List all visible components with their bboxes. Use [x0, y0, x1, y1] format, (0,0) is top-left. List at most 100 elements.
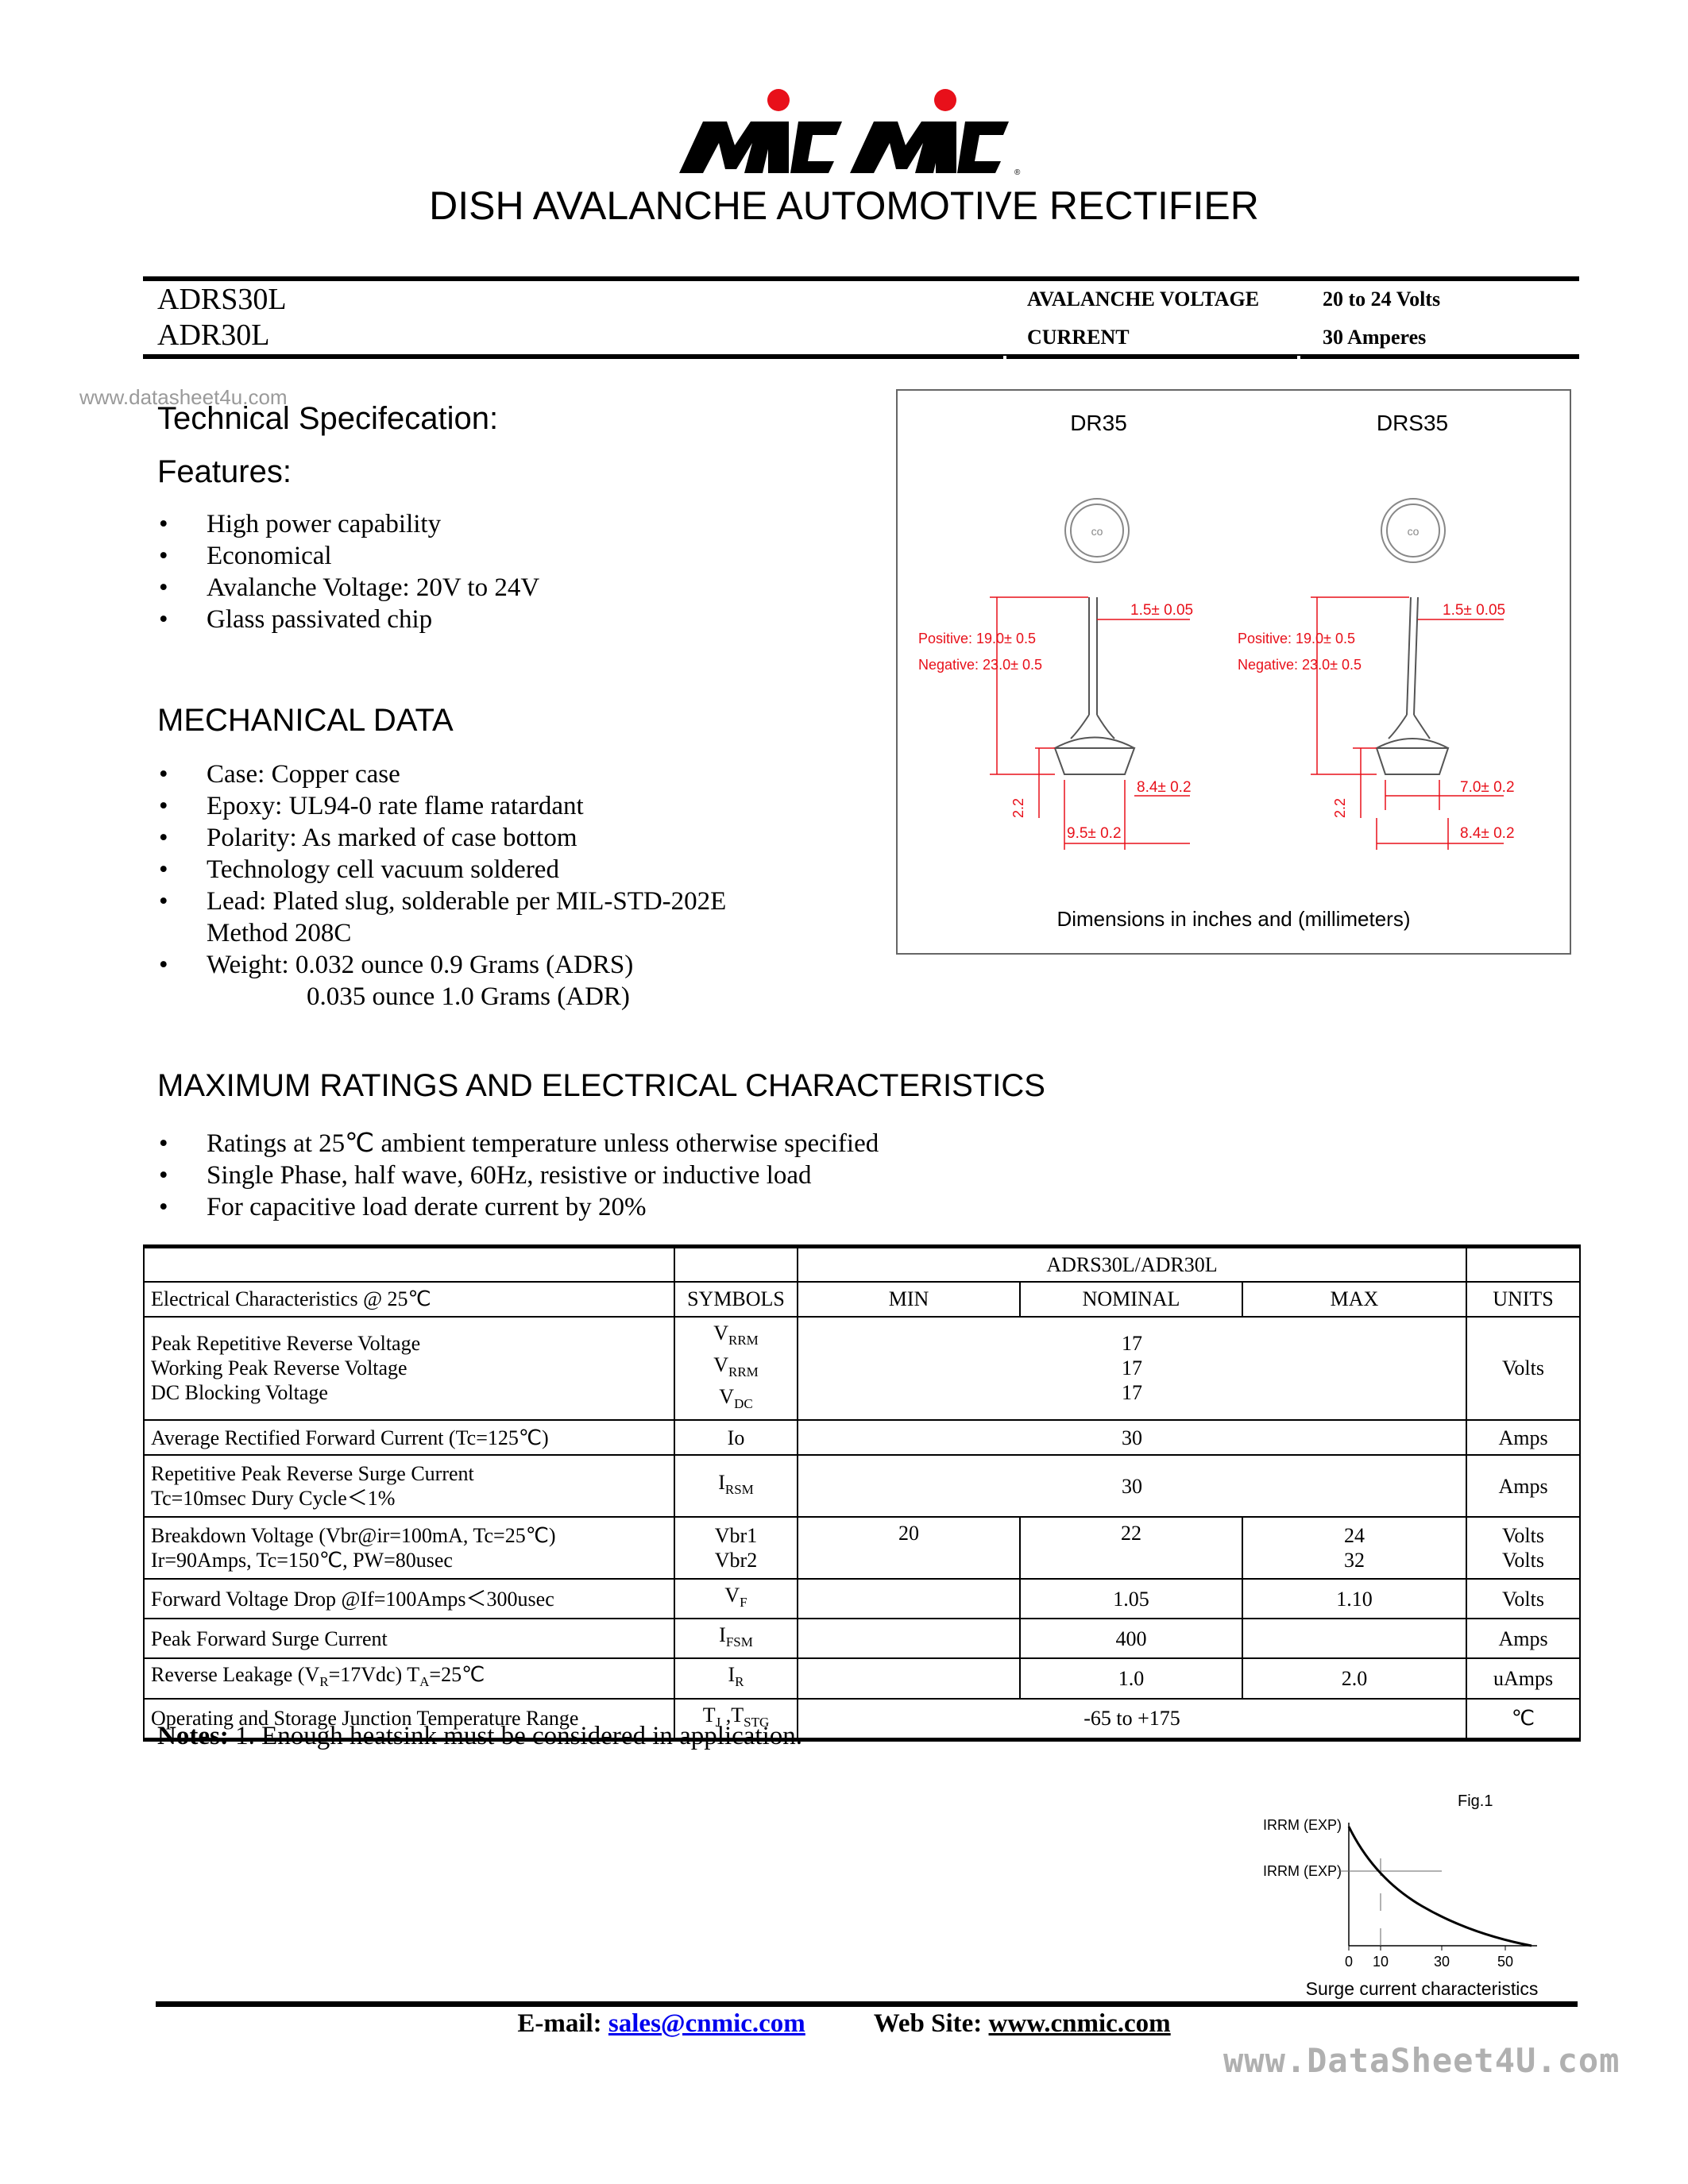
left-top-dim: 8.4± 0.2	[1137, 779, 1192, 796]
header-bottom-rule	[143, 354, 1579, 359]
figure-caption: Surge current characteristics	[1306, 1978, 1539, 1999]
figure-x-tick: 0	[1345, 1954, 1353, 1970]
features-heading: Features:	[157, 454, 292, 489]
table-cell: Operating and Storage Junction Temperatu…	[143, 1697, 675, 1742]
part-number-2: ADR30L	[157, 318, 270, 352]
mic-logo: ®	[679, 89, 1021, 177]
table-cell: Amps	[1466, 1419, 1581, 1457]
mechanical-item: Epoxy: UL94-0 rate flame ratardant	[157, 790, 726, 822]
svg-text:co: co	[1408, 525, 1420, 538]
mechanical-item: Weight: 0.032 ounce 0.9 Grams (ADRS) 0.0…	[157, 949, 726, 1013]
package-drawing: DR35 DRS35 co 1.5± 0.05 Positive: 19.0± …	[918, 411, 1515, 931]
part-number-1: ADRS30L	[157, 283, 287, 316]
table-cell: 400	[1019, 1618, 1243, 1660]
figure-x-tick: 50	[1497, 1954, 1513, 1970]
left-height-dim: 2.2	[1010, 798, 1026, 818]
table-cell	[797, 1578, 1021, 1620]
package-right-title: DRS35	[1377, 411, 1448, 435]
param-line: Tc=10msec Dury Cycle＜1%	[151, 1487, 396, 1511]
figure-label-mid: IRRM (EXP)	[1263, 1863, 1342, 1879]
table-row: Repetitive Peak Reverse Surge Current Tc…	[143, 1454, 1581, 1518]
drs35-drawing: co	[1375, 498, 1450, 775]
feature-item: Economical	[157, 540, 539, 572]
header-gap-1	[1003, 356, 1006, 362]
table-cell	[1466, 1244, 1581, 1283]
table-row: ADRS30L/ADR30L	[143, 1244, 1581, 1283]
col-header-symbols: SYMBOLS	[674, 1280, 798, 1318]
table-cell: Forward Voltage Drop @If=100Amps＜300usec	[143, 1578, 675, 1620]
mechanical-list: Case: Copper case Epoxy: UL94-0 rate fla…	[157, 758, 726, 1013]
spec-current-label: CURRENT	[1027, 326, 1130, 349]
table-cell: 30	[797, 1419, 1467, 1457]
watermark-bottom: www.DataSheet4U.com	[1223, 2041, 1620, 2080]
table-cell: uAmps	[1466, 1657, 1581, 1700]
table-cell	[143, 1244, 675, 1283]
header-gap-2	[1297, 356, 1300, 362]
table-cell: Reverse Leakage (VR=17Vdc) TA=25℃	[143, 1657, 675, 1700]
feature-item: High power capability	[157, 508, 539, 540]
footer-rule	[156, 2001, 1578, 2007]
svg-text:co: co	[1091, 525, 1103, 538]
table-cell: IR	[674, 1657, 798, 1700]
table-cell: -65 to +175	[797, 1697, 1467, 1742]
table-cell: 24 32	[1242, 1516, 1467, 1580]
value: 17	[1122, 1356, 1142, 1380]
left-negative-dim: Negative: 23.0± 0.5	[918, 657, 1042, 673]
table-cell	[797, 1618, 1021, 1660]
package-caption: Dimensions in inches and (millimeters)	[1056, 907, 1410, 931]
table-cell: Amps	[1466, 1618, 1581, 1660]
param-line: Ir=90Amps, Tc=150℃, PW=80usec	[151, 1549, 453, 1572]
table-cell: Peak Forward Surge Current	[143, 1618, 675, 1660]
table-cell: Amps	[1466, 1454, 1581, 1518]
ratings-table: ADRS30L/ADR30L Electrical Characteristic…	[143, 1244, 1581, 1742]
table-cell	[1242, 1618, 1467, 1660]
col-header-nominal: NOMINAL	[1019, 1280, 1243, 1318]
page-title: DISH AVALANCHE AUTOMOTIVE RECTIFIER	[429, 183, 1259, 228]
left-positive-dim: Positive: 19.0± 0.5	[918, 631, 1036, 646]
right-positive-dim: Positive: 19.0± 0.5	[1238, 631, 1355, 646]
feature-item: Avalanche Voltage: 20V to 24V	[157, 572, 539, 604]
param-line: Repetitive Peak Reverse Surge Current	[151, 1462, 474, 1486]
surge-current-figure: Fig.1 IRRM (EXP) IRRM (EXP) 0 10 30 50 S…	[1263, 1792, 1539, 1999]
notes-text: 1. Enough heatsink must be considered in…	[228, 1722, 802, 1750]
table-cell: Repetitive Peak Reverse Surge Current Tc…	[143, 1454, 675, 1518]
table-cell: IRSM	[674, 1454, 798, 1518]
spec-voltage-label: AVALANCHE VOLTAGE	[1027, 287, 1260, 311]
package-drawing-frame	[896, 389, 1571, 955]
header-top-rule	[143, 276, 1579, 281]
mechanical-item-line: 0.035 ounce 1.0 Grams (ADR)	[307, 982, 630, 1011]
table-row: Average Rectified Forward Current (Tc=12…	[143, 1419, 1581, 1457]
table-cell: Io	[674, 1419, 798, 1457]
table-cell: Volts	[1466, 1315, 1581, 1422]
package-left-title: DR35	[1070, 411, 1127, 435]
table-cell: VF	[674, 1578, 798, 1620]
table-row: Peak Forward Surge Current IFSM 400 Amps	[143, 1618, 1581, 1660]
right-lead-dim: 1.5± 0.05	[1443, 602, 1505, 619]
footer-web-link[interactable]: www.cnmic.com	[988, 2009, 1171, 2038]
dr35-drawing: co	[1053, 498, 1136, 775]
mechanical-item: Case: Copper case	[157, 758, 726, 790]
table-cell: IFSM	[674, 1618, 798, 1660]
right-height-dim: 2.2	[1332, 798, 1348, 818]
mechanical-item: Polarity: As marked of case bottom	[157, 822, 726, 854]
right-bottom-dim: 8.4± 0.2	[1460, 825, 1515, 842]
mechanical-item: Technology cell vacuum soldered	[157, 854, 726, 886]
param-line: Peak Repetitive Reverse Voltage	[151, 1332, 421, 1356]
mechanical-item: Lead: Plated slug, solderable per MIL-ST…	[157, 886, 726, 949]
figure-x-tick: 30	[1434, 1954, 1450, 1970]
table-cell: Peak Repetitive Reverse Voltage Working …	[143, 1315, 675, 1422]
ratings-notes-list: Ratings at 25℃ ambient temperature unles…	[157, 1128, 879, 1223]
features-list: High power capability Economical Avalanc…	[157, 508, 539, 635]
symbol: VRRM	[713, 1352, 759, 1379]
col-header-max: MAX	[1242, 1280, 1467, 1318]
right-negative-dim: Negative: 23.0± 0.5	[1238, 657, 1362, 673]
footer: E-mail: sales@cnmic.com Web Site: www.cn…	[0, 2009, 1688, 2039]
table-cell: Average Rectified Forward Current (Tc=12…	[143, 1419, 675, 1457]
footer-email-link[interactable]: sales@cnmic.com	[608, 2009, 805, 2038]
ratings-note: For capacitive load derate current by 20…	[157, 1191, 879, 1223]
table-cell	[674, 1244, 798, 1283]
svg-text:®: ®	[1014, 168, 1021, 177]
symbol: VDC	[719, 1384, 753, 1412]
param-line: DC Blocking Voltage	[151, 1381, 328, 1405]
table-cell: Vbr1 Vbr2	[674, 1516, 798, 1580]
